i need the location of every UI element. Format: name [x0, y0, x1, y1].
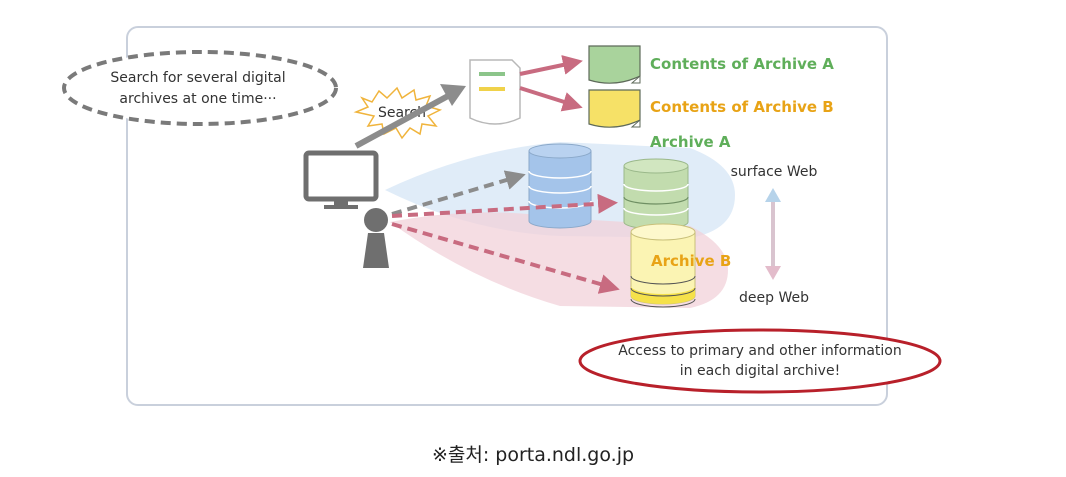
result-arrows: [519, 55, 583, 112]
surface-web-label: surface Web: [731, 164, 818, 180]
surface-deep-arrow: [765, 188, 781, 280]
access-callout-bubble: Access to primary and other information …: [578, 328, 942, 394]
archive-b-label: Archive B: [651, 252, 731, 270]
contents-b-label: Contents of Archive B: [650, 98, 834, 116]
user-icon: [363, 208, 389, 268]
bubble-access-line2: in each digital archive!: [680, 363, 840, 379]
diagram-frame: [126, 26, 888, 406]
monitor-icon: [303, 150, 379, 209]
result-document-icon: [469, 59, 521, 125]
archive-a-label: Archive A: [650, 133, 731, 151]
contents-a-label: Contents of Archive A: [650, 55, 834, 73]
database-archive-a-icon: [623, 158, 689, 230]
bubble-search-line2: archives at one time···: [119, 91, 276, 107]
contents-b-icon: [588, 89, 641, 128]
database-blue-icon: [528, 143, 592, 229]
bubble-access-line1: Access to primary and other information: [618, 343, 901, 359]
search-thought-bubble: Search for several digital archives at o…: [62, 50, 338, 126]
deep-web-label: deep Web: [739, 290, 809, 306]
bubble-search-line1: Search for several digital: [110, 70, 285, 86]
database-archive-b-icon: [630, 223, 696, 308]
search-burst: Search: [353, 86, 443, 140]
user-access-arrows: [391, 170, 620, 294]
source-caption: ※출처: porta.ndl.go.jp: [431, 444, 635, 466]
search-arrow: [354, 84, 466, 149]
contents-a-icon: [588, 45, 641, 84]
